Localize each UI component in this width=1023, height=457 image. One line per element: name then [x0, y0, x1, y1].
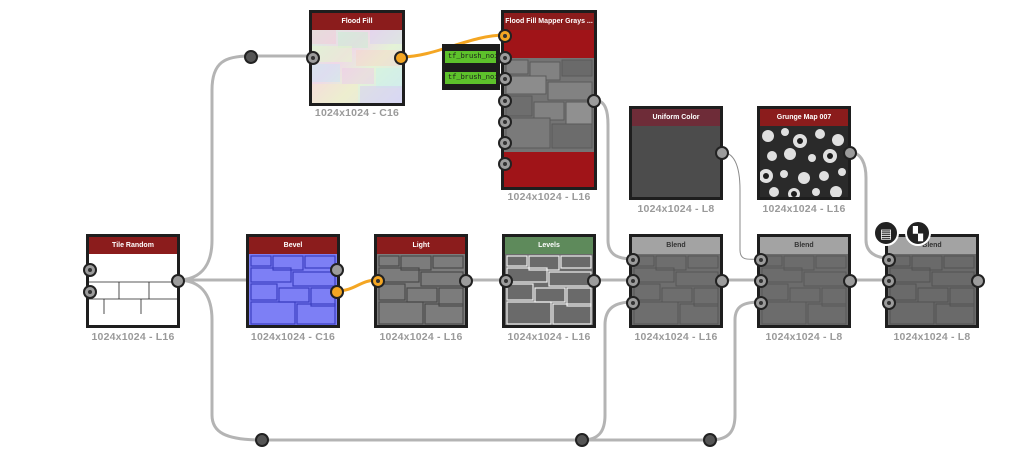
node-thumbnail: [249, 254, 337, 325]
input-port[interactable]: [882, 296, 896, 310]
node-levels[interactable]: Levels: [502, 234, 596, 328]
output-port[interactable]: [171, 274, 185, 288]
node-title: Blend: [888, 237, 976, 254]
input-port[interactable]: [754, 296, 768, 310]
wire-uniform-to-blend2: [720, 151, 762, 260]
document-icon-glyph: ▤: [879, 225, 893, 241]
node-title: Light: [377, 237, 465, 254]
node-thumbnail: [89, 254, 177, 325]
node-title: Tile Random: [89, 237, 177, 254]
input-port[interactable]: [83, 263, 97, 277]
wire-bus-to-blend2: [709, 300, 762, 442]
input-port[interactable]: [882, 253, 896, 267]
input-port[interactable]: [83, 285, 97, 299]
node-caption: 1024x1024 - L16: [379, 331, 463, 343]
output-port[interactable]: [843, 274, 857, 288]
document-icon[interactable]: ▤: [873, 220, 899, 246]
node-title: Uniform Color: [632, 109, 720, 126]
wire-tile-to-reroute-bottom: [176, 278, 263, 442]
node-grunge-map[interactable]: Grunge Map 007: [757, 106, 851, 200]
output-port[interactable]: [394, 51, 408, 65]
reroute-dot-bottom-right[interactable]: [703, 433, 717, 447]
input-port[interactable]: [754, 274, 768, 288]
node-flood-fill[interactable]: Flood Fill: [309, 10, 405, 106]
node-thumbnail: [760, 126, 848, 197]
output-port[interactable]: [715, 274, 729, 288]
node-blend-1[interactable]: Blend: [629, 234, 723, 328]
input-port[interactable]: [882, 274, 896, 288]
checker-icon[interactable]: ▚: [905, 220, 931, 246]
node-caption: 1024x1024 - L8: [637, 203, 715, 215]
param-node-brush-noise-1[interactable]: tf_brush_noi...: [443, 49, 498, 65]
wire-grunge-to-blend3: [848, 150, 890, 260]
input-port[interactable]: [330, 263, 344, 277]
output-port[interactable]: [843, 146, 857, 160]
output-port[interactable]: [715, 146, 729, 160]
output-port[interactable]: [587, 274, 601, 288]
node-blend-2[interactable]: Blend: [757, 234, 851, 328]
node-light[interactable]: Light: [374, 234, 468, 328]
output-port[interactable]: [459, 274, 473, 288]
input-port[interactable]: [498, 29, 512, 43]
input-port[interactable]: [371, 274, 385, 288]
node-title: Grunge Map 007: [760, 109, 848, 126]
node-title: Flood Fill Mapper Grays ...: [504, 13, 594, 30]
input-port[interactable]: [498, 72, 512, 86]
node-caption: 1024x1024 - C16: [314, 107, 400, 119]
node-caption: 1024x1024 - L16: [91, 331, 175, 343]
node-thumbnail: [760, 254, 848, 325]
input-port[interactable]: [499, 274, 513, 288]
node-caption: 1024x1024 - L8: [765, 331, 843, 343]
node-caption: 1024x1024 - L16: [507, 331, 591, 343]
input-port[interactable]: [306, 51, 320, 65]
output-port[interactable]: [971, 274, 985, 288]
input-port[interactable]: [626, 296, 640, 310]
output-port[interactable]: [330, 285, 344, 299]
node-tile-random[interactable]: Tile Random: [86, 234, 180, 328]
reroute-dot-top[interactable]: [244, 50, 258, 64]
wire-tile-to-reroute-top: [176, 54, 251, 282]
node-title: Flood Fill: [312, 13, 402, 30]
output-port[interactable]: [587, 94, 601, 108]
node-title: Bevel: [249, 237, 337, 254]
input-port[interactable]: [498, 51, 512, 65]
node-thumbnail: [888, 254, 976, 325]
reroute-dot-bottom-left[interactable]: [255, 433, 269, 447]
wire-bus-to-blend1: [581, 300, 634, 442]
wire-mapper-to-blend1: [593, 98, 634, 261]
node-thumbnail: [632, 254, 720, 325]
checker-icon-glyph: ▚: [913, 225, 923, 241]
node-uniform-color[interactable]: Uniform Color: [629, 106, 723, 200]
node-title: Blend: [760, 237, 848, 254]
input-port[interactable]: [498, 157, 512, 171]
node-bevel[interactable]: Bevel: [246, 234, 340, 328]
reroute-dot-bottom-mid[interactable]: [575, 433, 589, 447]
node-caption: 1024x1024 - L16: [762, 203, 846, 215]
node-thumbnail: [377, 254, 465, 325]
node-title: Blend: [632, 237, 720, 254]
node-caption: 1024x1024 - L16: [507, 191, 591, 203]
node-thumbnail: [312, 30, 402, 103]
input-port[interactable]: [498, 115, 512, 129]
input-port[interactable]: [498, 94, 512, 108]
input-port[interactable]: [754, 253, 768, 267]
node-caption: 1024x1024 - C16: [250, 331, 336, 343]
node-caption: 1024x1024 - L8: [893, 331, 971, 343]
param-node-brush-noise-2[interactable]: tf_brush_noi...: [443, 70, 498, 86]
node-flood-fill-mapper[interactable]: Flood Fill Mapper Grays ...: [501, 10, 597, 190]
input-port[interactable]: [498, 136, 512, 150]
input-port[interactable]: [626, 274, 640, 288]
node-thumbnail: [504, 58, 594, 152]
node-caption: 1024x1024 - L16: [634, 331, 718, 343]
node-thumbnail: [505, 254, 593, 325]
node-blend-3[interactable]: Blend: [885, 234, 979, 328]
node-title: Levels: [505, 237, 593, 254]
input-port[interactable]: [626, 253, 640, 267]
